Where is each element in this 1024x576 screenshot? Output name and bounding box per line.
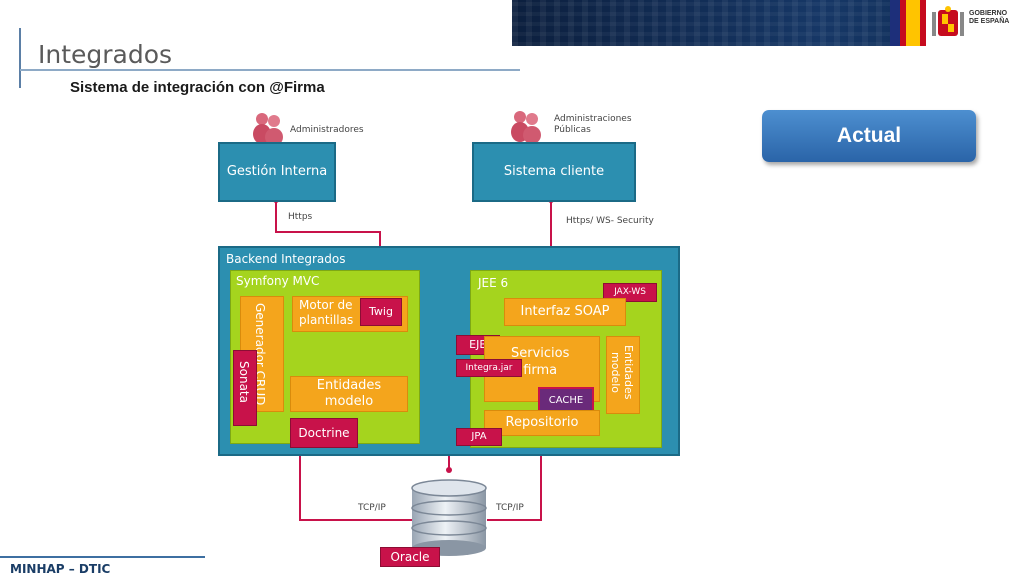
page-subtitle: Sistema de integración con @Firma: [70, 79, 325, 96]
actual-button[interactable]: Actual: [762, 110, 976, 162]
servicios-firma-label: Servicios firma: [511, 346, 570, 378]
administradores-label: Administradores: [290, 125, 364, 135]
footer-divider: [0, 556, 205, 558]
https-ws-security-label: Https/ WS- Security: [566, 216, 654, 226]
entidades-modelo-left-box: Entidades modelo: [290, 376, 408, 412]
jax-ws-box: JAX-WS: [603, 283, 657, 302]
administraciones-label: Administraciones Públicas: [554, 114, 632, 135]
oracle-database-icon: [411, 479, 487, 556]
doctrine-box: Doctrine: [290, 418, 358, 448]
title-divider: [20, 69, 520, 71]
entidades-modelo-right-box: Entidades modelo: [606, 336, 640, 414]
interfaz-soap-box: Interfaz SOAP: [504, 298, 626, 326]
tcpip-left-label: TCP/IP: [358, 503, 386, 513]
integra-jar-box: Integra.jar: [456, 359, 522, 377]
backend-label: Backend Integrados: [226, 252, 346, 266]
tcpip-right-label: TCP/IP: [496, 503, 524, 513]
entidades-modelo-left-label: Entidades modelo: [316, 378, 382, 409]
gobierno-logo: [890, 0, 1024, 46]
sonata-box: Sonata: [233, 350, 257, 426]
repositorio-box: Repositorio: [484, 410, 600, 436]
administraciones-users-icon: [511, 111, 541, 144]
https-label: Https: [288, 212, 313, 222]
footer-text: MINHAP – DTIC: [10, 562, 111, 576]
jee6-label: JEE 6: [478, 276, 509, 290]
twig-box: Twig: [360, 298, 402, 326]
motor-plantillas-label: Motor de plantillas: [299, 298, 354, 327]
title-accent-bar: [19, 28, 21, 88]
sistema-cliente-box: Sistema cliente: [472, 142, 636, 202]
coat-of-arms-icon: [932, 6, 964, 36]
gobierno-label: GOBIERNO DE ESPAÑA: [969, 10, 1010, 25]
symfony-label: Symfony MVC: [236, 274, 320, 288]
gestion-interna-box: Gestión Interna: [218, 142, 336, 202]
entidades-modelo-right-label: Entidades modelo: [609, 345, 635, 400]
jpa-box: JPA: [456, 428, 502, 446]
sonata-label: Sonata: [237, 361, 251, 403]
page-title: Integrados: [38, 40, 173, 69]
oracle-box: Oracle: [380, 547, 440, 567]
administradores-users-icon: [253, 113, 283, 146]
motor-plantillas-box: Motor de plantillas: [292, 296, 408, 332]
